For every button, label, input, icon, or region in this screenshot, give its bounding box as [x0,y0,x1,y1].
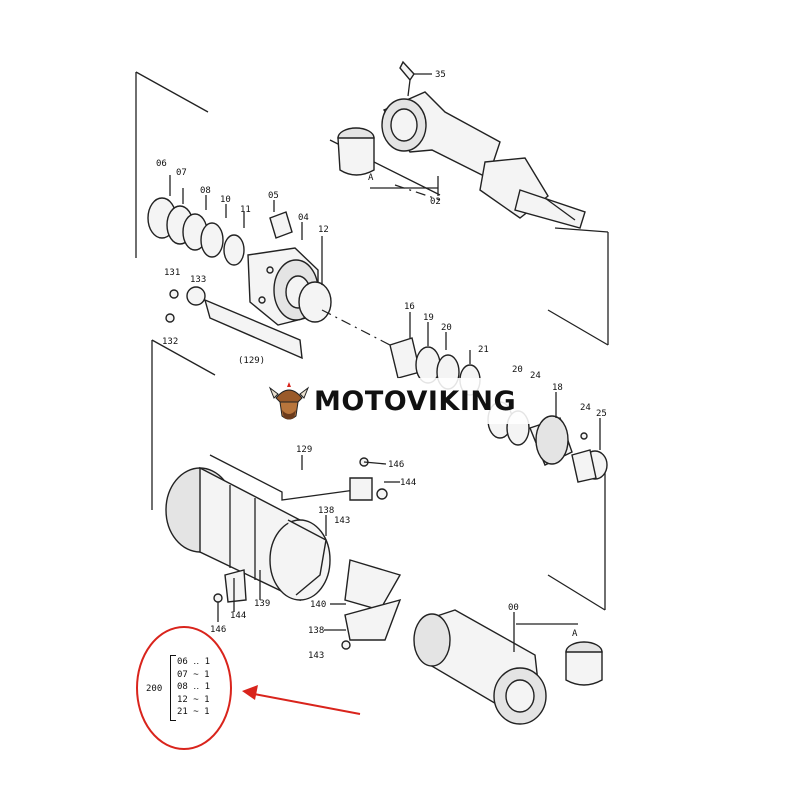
callout-20b: 20 [512,365,523,375]
callout-05: 05 [268,191,279,201]
callout-19: 19 [423,313,434,323]
viking-head-icon [268,382,310,420]
kit-item-list: 06 ‥ 1 07 ~ 1 08 ‥ 1 12 ~ 1 21 ~ 1 [177,656,210,719]
kit-item: 07 ~ 1 [177,669,210,680]
callout-06: 06 [156,159,167,169]
callout-08: 08 [200,186,211,196]
callout-24b: 24 [580,403,591,413]
kit-item: 12 ~ 1 [177,694,210,705]
ball-24 [580,432,588,440]
bushing-top [337,127,375,176]
callout-143b: 143 [308,651,324,661]
callout-25: 25 [596,409,607,419]
highlight-arrow [242,685,361,715]
kit-item: 06 ‥ 1 [177,657,211,667]
callout-139: 139 [254,599,270,609]
callout-a-bottom: A [572,629,578,639]
watermark-logo: MOTOVIKING [262,378,534,424]
callout-20a: 20 [441,323,452,333]
callout-131: 131 [164,268,180,278]
callout-144a: 144 [400,478,416,488]
callout-129-paren: (129) [238,356,265,366]
callout-00: 00 [508,603,519,613]
callout-132: 132 [162,337,178,347]
callout-12: 12 [318,225,329,235]
kit-bracket [170,655,176,721]
callout-21: 21 [478,345,489,355]
o-ring-12 [298,281,332,323]
callout-11: 11 [240,205,251,215]
callout-138a: 138 [318,506,334,516]
callout-146a: 146 [388,460,404,470]
pipe-clamps [213,519,402,650]
callout-04: 04 [298,213,309,223]
callout-143a: 143 [334,516,350,526]
cylinder-head-00 [413,609,547,725]
brand-name: MOTOVIKING [314,385,517,417]
highlight-circle [136,626,232,750]
callout-18: 18 [552,383,563,393]
callout-10: 10 [220,195,231,205]
bushing-bottom [565,641,603,686]
callout-146b: 146 [210,625,226,635]
callout-144b: 144 [230,611,246,621]
callout-02: 02 [430,197,441,207]
callout-140: 140 [310,600,326,610]
seal-stack-left [147,197,245,266]
callout-129: 129 [296,445,312,455]
grease-pipe-upper [165,286,303,360]
callout-07: 07 [176,168,187,178]
callout-a-top: A [368,173,374,183]
kit-item: 08 ‥ 1 [177,682,211,693]
grease-nipple-35 [399,60,415,97]
callout-35: 35 [435,70,446,80]
grease-pipe-lower [209,454,388,501]
callout-138b: 138 [308,626,324,636]
piston-18 [529,415,573,466]
callout-24a: 24 [530,371,541,381]
kit-item: 21 ~ 1 [177,707,210,718]
nut-25 [571,449,608,483]
kit-code: 200 [146,684,163,694]
rod-eye-02 [381,91,586,229]
callout-16: 16 [404,302,415,312]
callout-133: 133 [190,275,206,285]
bolt-05 [269,211,293,239]
